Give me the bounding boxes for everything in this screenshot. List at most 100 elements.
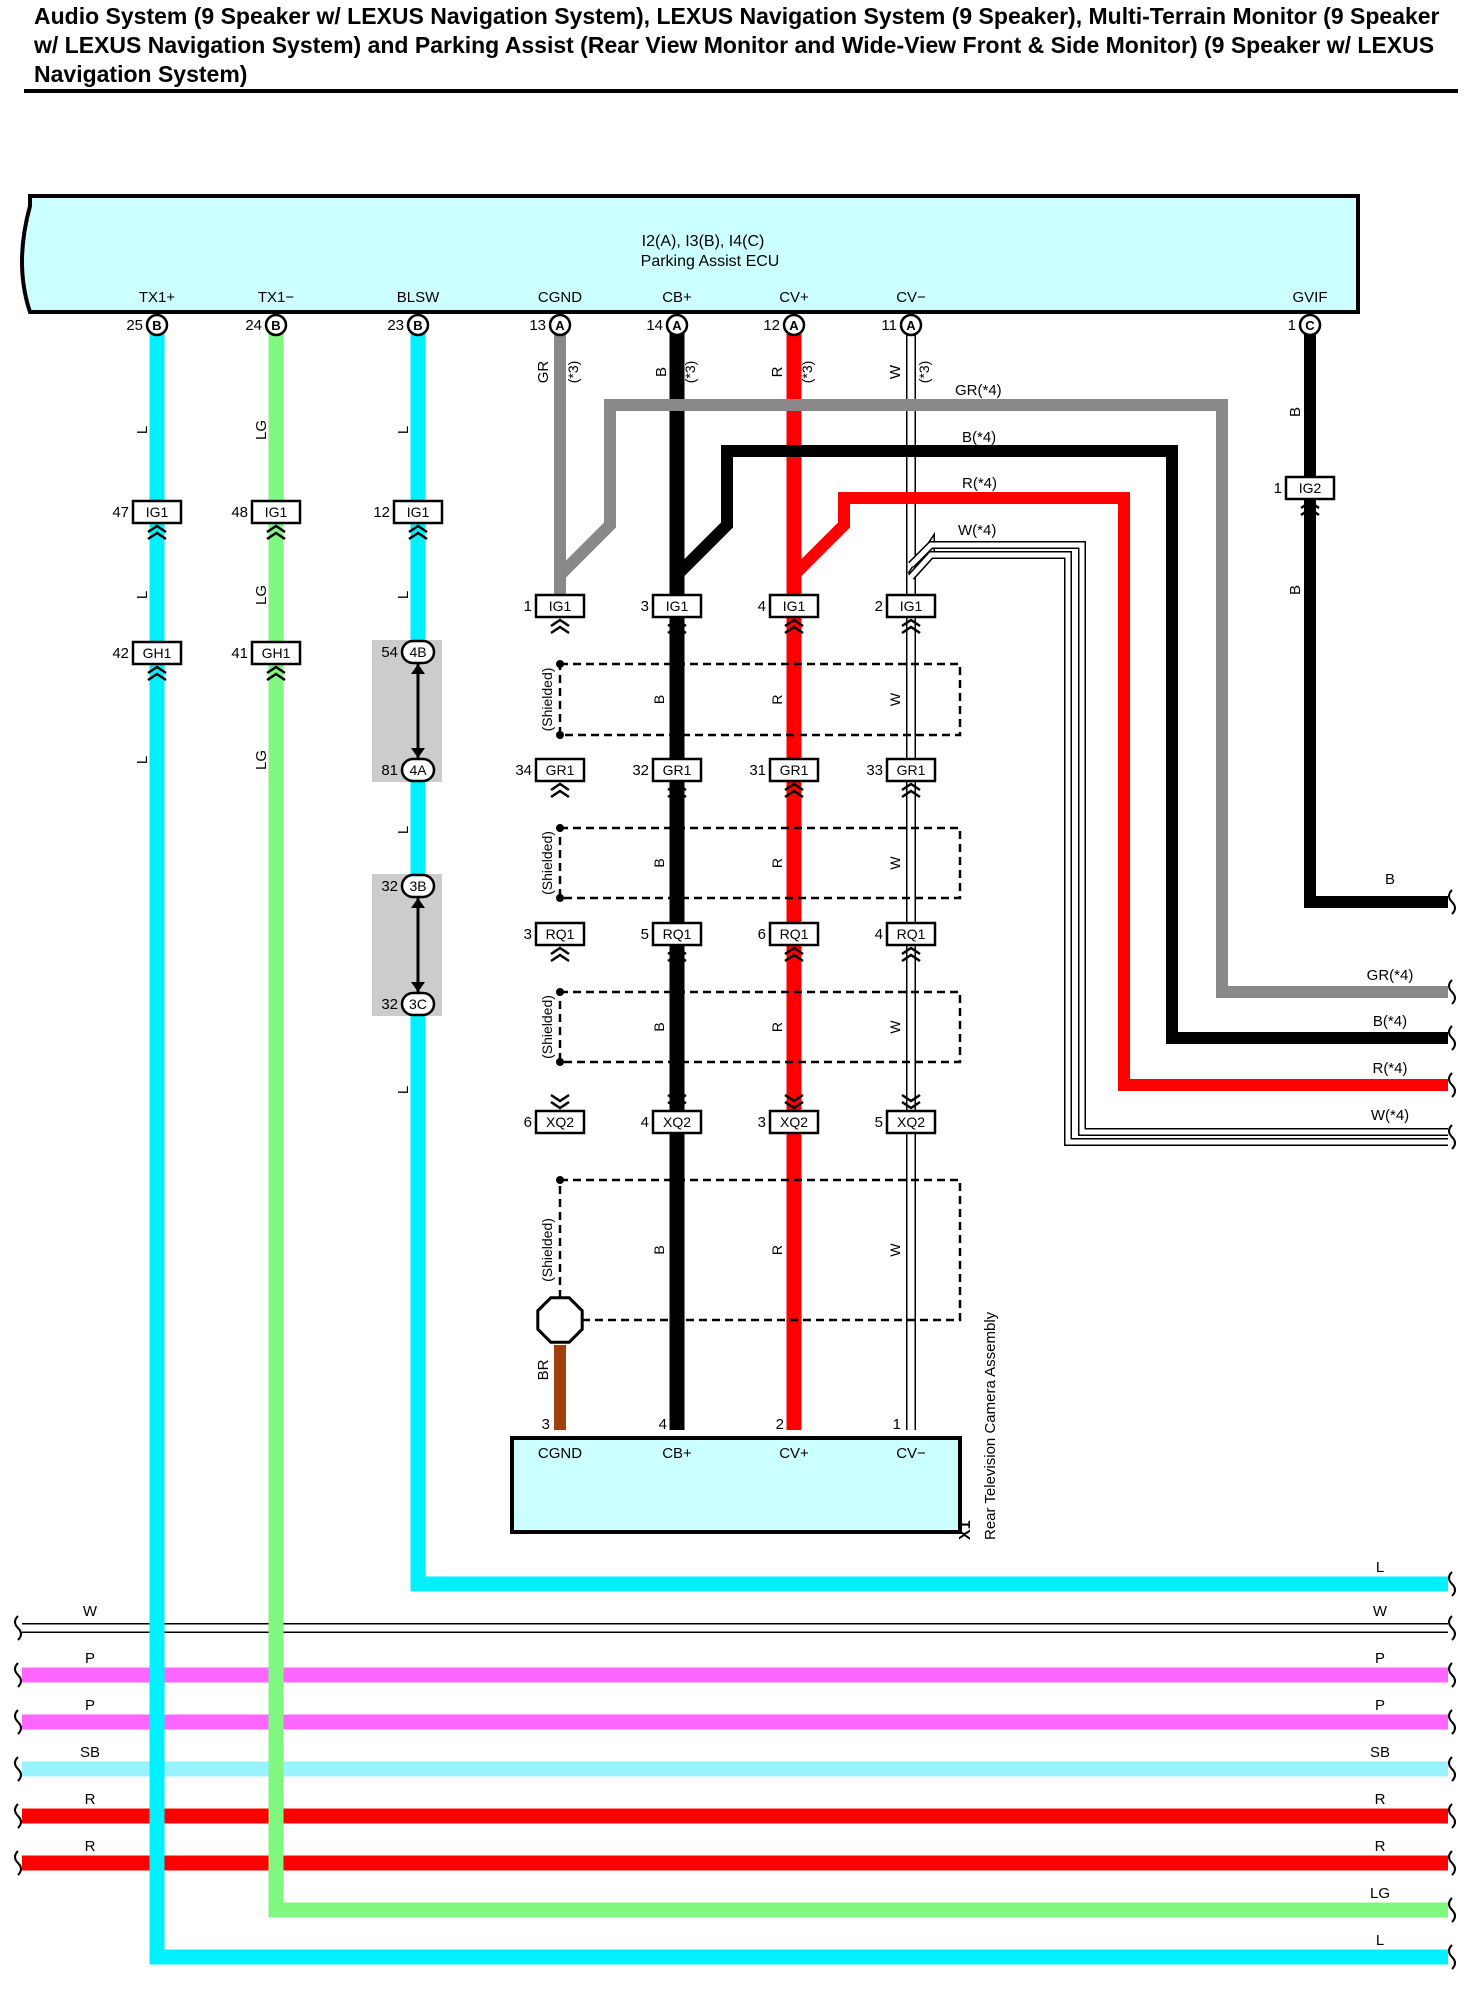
- shield-dot-top-0: [556, 660, 564, 668]
- bottom-end-label-0: L: [1376, 1559, 1384, 1576]
- conn-gr1-0-pin: 34: [515, 762, 532, 779]
- conn-ig1-0-name: IG1: [549, 598, 572, 614]
- ecu-pin-7-letter: C: [1305, 318, 1315, 333]
- shield-label-3: (Shielded): [539, 1218, 555, 1282]
- wire-b4: [672, 445, 1448, 1044]
- shield-wire-b-3: B: [651, 1245, 667, 1254]
- conn-tx1-plus-gh1-pin: 42: [112, 645, 129, 662]
- camera-pin-number-1: 4: [659, 1416, 667, 1433]
- shield-wire-r-1: R: [769, 858, 785, 868]
- camera-body: [510, 1436, 962, 1534]
- conn-ig1-3-pin: 2: [875, 598, 883, 615]
- shield-dot-top-2: [556, 988, 564, 996]
- conn-ig1-2-pin: 4: [758, 598, 766, 615]
- ecu-pin-0-letter: B: [152, 318, 161, 333]
- label-blsw-0: L: [395, 426, 412, 434]
- conn-rq1-3-name: RQ1: [897, 926, 926, 942]
- conn-tx1-plus-ig1-chevron-1: [147, 524, 167, 534]
- bus-right-label-3: SB: [1370, 1744, 1390, 1761]
- bus-left-label-0: W: [83, 1603, 98, 1620]
- ecu-pin-4-circle: [665, 313, 689, 337]
- conn-rq1-3-chevron-1: [901, 946, 921, 956]
- ecu-pin-2: B23: [387, 313, 430, 337]
- conn-ig1-2-chevron-1: [784, 618, 804, 628]
- page-title: Audio System (9 Speaker w/ LEXUS Navigat…: [34, 3, 1440, 87]
- conn-rq1-0-name: RQ1: [546, 926, 575, 942]
- label-tx1m-2: LG: [253, 750, 270, 770]
- conn-xq2-3-name: XQ2: [897, 1114, 925, 1130]
- shield-dot-top-1: [556, 824, 564, 832]
- conn-rq1-1-name: RQ1: [663, 926, 692, 942]
- conn-ig1-1-pin: 3: [641, 598, 649, 615]
- junction-pin-top-1-oval: [400, 873, 436, 899]
- conn-gvif-ig2-pin: 1: [1274, 480, 1282, 497]
- camera-code: X1: [957, 1520, 974, 1540]
- conn-gr1-2-pin: 31: [749, 762, 766, 779]
- ecu-pin-4: A14: [646, 313, 689, 337]
- conn-rq1-0-chevron-1: [550, 946, 570, 956]
- conn-gr1-3-chevron-1: [901, 782, 921, 792]
- conn-ig1-0-chevron-1: [550, 618, 570, 628]
- ecu-pin-0-pin: 25: [126, 317, 143, 334]
- note-3-0: (*3): [565, 361, 581, 384]
- break-bus-left-1: [14, 1662, 22, 1688]
- break-right-0: [1448, 889, 1456, 915]
- break-bus-left-2: [14, 1709, 22, 1735]
- ecu-pin-label-0: TX1+: [139, 289, 176, 306]
- break-bus-right-5: [1448, 1850, 1456, 1876]
- shield-wire-r-3: R: [769, 1245, 785, 1255]
- junction-pin-bot-0-code: 4A: [409, 762, 427, 778]
- conn-gr1-0-name: GR1: [546, 762, 575, 778]
- conn-rq1-2-box: [768, 921, 820, 947]
- ecu-pin-6-pin: 11: [881, 317, 897, 334]
- ecu-pin-2-circle: [406, 313, 430, 337]
- bus-right-label-2: P: [1375, 1697, 1385, 1714]
- labels-layer: I2(A), I3(B), I4(C)Parking Assist ECUTX1…: [80, 233, 1413, 1949]
- shield-wire-b-2: B: [651, 1022, 667, 1031]
- right-end-label-1: GR(*4): [1367, 967, 1414, 984]
- conn-gr1-2-chevron-1: [784, 782, 804, 792]
- bus-left-label-3: SB: [80, 1744, 100, 1761]
- conn-xq2-1-chevron-1: [667, 1100, 687, 1110]
- break-bus-right-3: [1448, 1756, 1456, 1782]
- shield-box-2: [558, 990, 962, 1064]
- ecu-pin-label-1: TX1−: [258, 289, 295, 306]
- shield-wire-r-0: R: [769, 694, 785, 704]
- camera-pin-label-0: CGND: [538, 1445, 582, 1462]
- ecu-pin-label-4: CB+: [662, 289, 692, 306]
- label-tx1p-2: L: [134, 756, 151, 764]
- conn-rq1-2-chevron-1: [784, 946, 804, 956]
- conn-tx1-minus-ig1-chevron-1: [266, 524, 286, 534]
- break-right-5: [1448, 1571, 1456, 1597]
- shield-dot-bot-1: [556, 894, 564, 902]
- ecu-pin-5-pin: 12: [763, 317, 780, 334]
- camera-pin-label-1: CB+: [662, 1445, 692, 1462]
- conn-ig1-3: IG1 2: [875, 593, 937, 635]
- ecu-pin-5-letter: A: [789, 318, 799, 333]
- junction-pin-top-0-oval: [400, 639, 436, 665]
- conn-gr1-3-pin: 33: [866, 762, 883, 779]
- shield-label-2: (Shielded): [539, 995, 555, 1059]
- junction-pin-bot-0-oval: [400, 757, 436, 783]
- conn-gr1-0-chevron-2: [550, 789, 570, 799]
- shield-wire-r-2: R: [769, 1022, 785, 1032]
- break-bus-right-0: [1448, 1615, 1456, 1641]
- ecu-pin-5-circle: [782, 313, 806, 337]
- conn-tx1-minus-gh1-pin: 41: [231, 645, 248, 662]
- conn-ig1-1-chevron-1: [667, 618, 687, 628]
- conn-rq1-3-chevron-2: [901, 953, 921, 963]
- conn-ig1-0-box: [534, 593, 586, 619]
- conn-ig1-3-chevron-1: [901, 618, 921, 628]
- ecu-pin-label-6: CV−: [896, 289, 926, 306]
- conn-ig1-3-name: IG1: [900, 598, 923, 614]
- conn-rq1-2-chevron-2: [784, 953, 804, 963]
- bus-left-label-2: P: [85, 1697, 95, 1714]
- conn-tx1-minus-gh1-chevron-2: [266, 672, 286, 682]
